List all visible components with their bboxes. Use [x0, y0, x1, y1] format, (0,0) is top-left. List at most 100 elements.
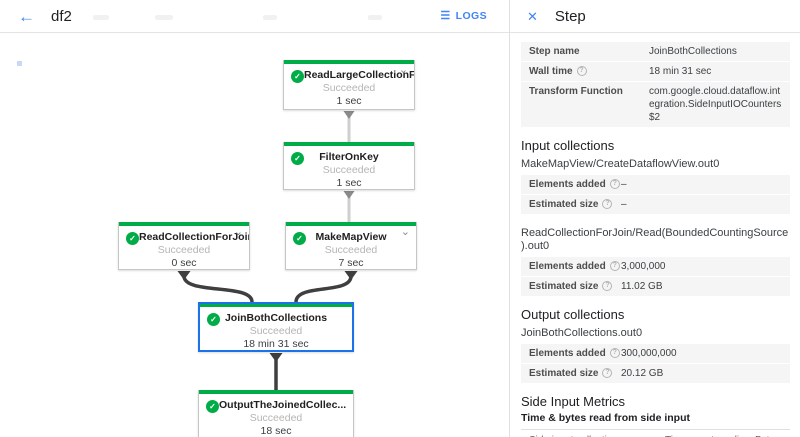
row-label: Elements added: [529, 261, 606, 272]
node-status: Succeeded: [249, 325, 303, 337]
metric-row-estimated-size: Estimated size ? 11.02 GB: [521, 277, 790, 296]
metric-row-elements-added: Elements added ? 300,000,000: [521, 344, 790, 363]
collection-name: ReadCollectionForJoin/Read(BoundedCounti…: [521, 227, 789, 252]
redacted-text: [263, 15, 277, 20]
row-label: Wall time: [529, 66, 573, 77]
success-check-icon: ✓: [291, 152, 304, 165]
row-value: –: [621, 179, 627, 190]
help-icon[interactable]: ?: [609, 348, 620, 358]
node-status-bar: [119, 222, 249, 226]
edge-readcollection-join: [182, 274, 254, 304]
help-icon[interactable]: ?: [602, 281, 613, 291]
graph-node-readlargecollection[interactable]: ✓ ⌄ ReadLargeCollectionFr... Succeeded 1…: [283, 60, 415, 110]
column-header: Time spent reading: [665, 435, 755, 437]
output-collections-heading: Output collections: [521, 307, 625, 322]
node-time: 18 min 31 sec: [243, 338, 309, 350]
node-time: 1 sec: [336, 177, 362, 189]
node-status: Succeeded: [157, 244, 211, 256]
summary-row-step-name: Step name JoinBothCollections: [521, 42, 790, 61]
node-title: ReadCollectionForJoin: [139, 231, 249, 243]
graph-node-readcollectionforjoin[interactable]: ✓ ⌄ ReadCollectionForJoin Succeeded 0 se…: [118, 222, 250, 270]
metric-row-elements-added: Elements added ? 3,000,000: [521, 257, 790, 276]
row-label: Estimated size: [529, 281, 599, 292]
top-header: ← df2 ☰ LOGS ✕ Step: [0, 0, 800, 33]
row-value: 20.12 GB: [621, 368, 664, 379]
collection-name: JoinBothCollections.out0: [521, 327, 643, 339]
redacted-text: [93, 15, 109, 20]
chevron-down-icon[interactable]: ⌄: [400, 226, 410, 238]
success-check-icon: ✓: [206, 400, 219, 413]
input-collections-heading: Input collections: [521, 138, 615, 153]
row-label: Estimated size: [529, 199, 599, 210]
panel-title: Step: [554, 7, 586, 25]
row-value: com.google.cloud.dataflow.integration.Si…: [649, 86, 782, 123]
row-value: 18 min 31 sec: [649, 66, 712, 77]
side-input-metrics-subheading: Time & bytes read from side input: [521, 412, 691, 424]
back-arrow-icon[interactable]: ←: [18, 6, 35, 26]
node-status-bar: [199, 390, 353, 394]
help-icon[interactable]: ?: [602, 199, 613, 209]
redacted-text: [368, 15, 382, 20]
node-time: 7 sec: [338, 257, 364, 269]
summary-row-wall-time: Wall time ? 18 min 31 sec: [521, 62, 790, 81]
metric-row-elements-added: Elements added ? –: [521, 175, 790, 194]
metric-row-estimated-size: Estimated size ? 20.12 GB: [521, 364, 790, 383]
chevron-down-icon[interactable]: ⌄: [233, 226, 243, 238]
graph-node-makemapview[interactable]: ✓ ⌄ MakeMapView Succeeded 7 sec: [285, 222, 417, 270]
node-status: Succeeded: [324, 244, 378, 256]
step-details-panel[interactable]: Step name JoinBothCollections Wall time …: [510, 33, 800, 437]
column-header: Bytes read: [755, 435, 790, 437]
node-status: Succeeded: [249, 412, 303, 424]
job-graph-canvas[interactable]: ✓ ⌄ ReadLargeCollectionFr... Succeeded 1…: [0, 33, 509, 437]
side-input-table-header: Side input collection Time spent reading…: [521, 429, 790, 437]
column-header: Side input collection: [529, 435, 665, 437]
node-status: Succeeded: [322, 164, 376, 176]
redacted-text: [155, 15, 173, 20]
success-check-icon: ✓: [291, 70, 304, 83]
edge-makemapview-join: [294, 274, 353, 304]
step-panel-header: ✕ Step: [510, 0, 800, 32]
row-label: Elements added: [529, 179, 606, 190]
chevron-down-icon[interactable]: ⌄: [398, 64, 408, 76]
graph-node-joinbothcollections[interactable]: ✓ JoinBothCollections Succeeded 18 min 3…: [198, 302, 354, 352]
collection-name: MakeMapView/CreateDataflowView.out0: [521, 158, 720, 170]
row-value: 300,000,000: [621, 348, 677, 359]
panel-divider: [509, 0, 510, 437]
graph-node-outputthejoined[interactable]: ✓ OutputTheJoinedCollec... Succeeded 18 …: [198, 390, 354, 437]
row-label: Transform Function: [529, 86, 623, 97]
node-title: FilterOnKey: [319, 151, 379, 163]
node-status: Succeeded: [322, 82, 376, 94]
node-title: ReadLargeCollectionFr...: [304, 69, 414, 81]
logs-button[interactable]: ☰ LOGS: [440, 0, 487, 32]
row-label: Elements added: [529, 348, 606, 359]
graph-node-filteronkey[interactable]: ✓ FilterOnKey Succeeded 1 sec: [283, 142, 415, 190]
node-status-bar: [284, 60, 414, 64]
edge-arrow-icon: [269, 353, 283, 362]
edge-arrow-icon: [177, 271, 191, 280]
help-icon[interactable]: ?: [576, 66, 587, 76]
edge-arrow-icon: [344, 271, 358, 280]
help-icon[interactable]: ?: [602, 368, 613, 378]
row-value: 11.02 GB: [621, 281, 663, 292]
node-title: JoinBothCollections: [224, 312, 328, 324]
job-title: df2: [51, 7, 72, 25]
row-label: Estimated size: [529, 368, 599, 379]
row-label: Step name: [529, 46, 580, 57]
row-value: JoinBothCollections: [649, 46, 737, 57]
node-time: 0 sec: [171, 257, 197, 269]
help-icon[interactable]: ?: [609, 261, 620, 271]
logs-list-icon: ☰: [440, 9, 451, 22]
canvas-dot: [17, 61, 22, 66]
close-icon[interactable]: ✕: [527, 8, 538, 24]
help-icon[interactable]: ?: [609, 179, 620, 189]
success-check-icon: ✓: [293, 232, 306, 245]
side-input-metrics-heading: Side Input Metrics: [521, 394, 626, 409]
row-value: 3,000,000: [621, 261, 666, 272]
edge-arrow-icon: [343, 191, 355, 199]
job-header: ← df2 ☰ LOGS: [0, 0, 509, 32]
node-status-bar: [284, 142, 414, 146]
summary-row-transform-function: Transform Function com.google.cloud.data…: [521, 82, 790, 127]
logs-button-label: LOGS: [455, 10, 487, 22]
node-status-bar: [286, 222, 416, 226]
